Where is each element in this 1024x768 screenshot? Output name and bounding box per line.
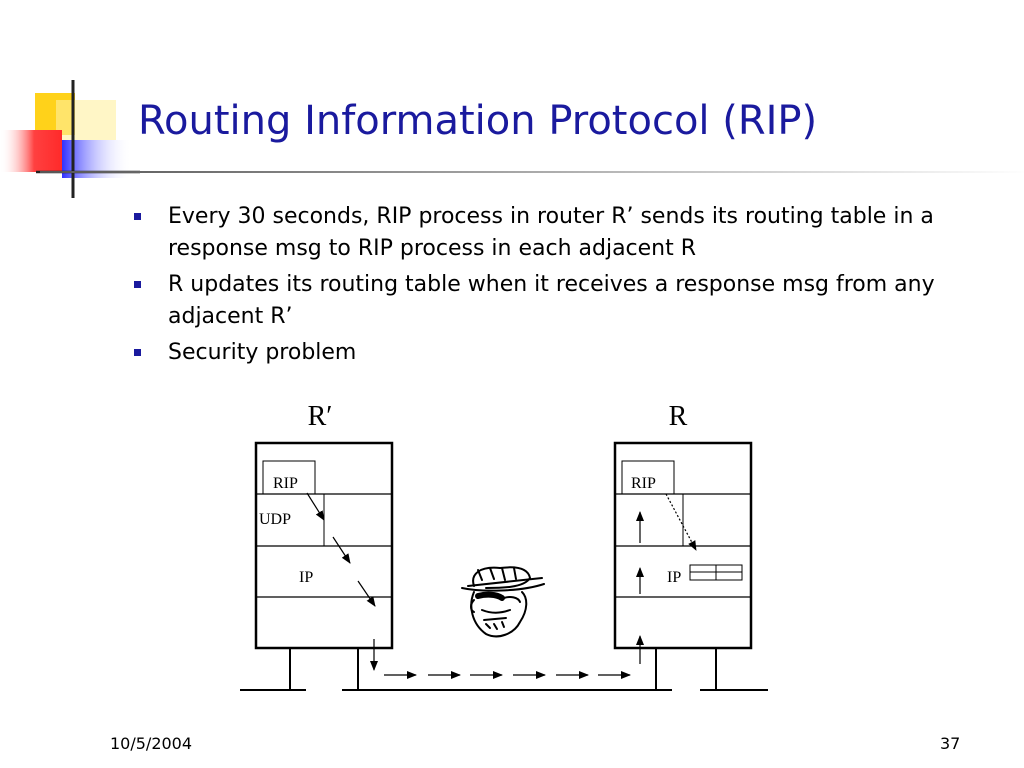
left-arrow-ip-down (357, 580, 376, 607)
bullet-item: Every 30 seconds, RIP process in router … (134, 201, 994, 265)
bullet-square-icon (134, 213, 141, 220)
left-ip-label: IP (299, 569, 313, 586)
right-rip-label: RIP (631, 475, 656, 492)
left-arrow-rip-udp (306, 492, 325, 521)
bullet-square-icon (134, 281, 141, 288)
footer-date: 10/5/2004 (110, 734, 193, 753)
left-router-label: R′ (308, 401, 333, 432)
bullet-item: Security problem (134, 337, 994, 369)
bullet-text: R updates its routing table when it rece… (168, 272, 935, 329)
right-router-stack (613, 441, 753, 650)
right-router-label: R (669, 401, 688, 432)
bullet-list: Every 30 seconds, RIP process in router … (134, 201, 994, 373)
footer-page-number: 37 (940, 734, 961, 753)
bullet-text: Security problem (168, 340, 357, 365)
bullet-item: R updates its routing table when it rece… (134, 269, 994, 333)
left-network-link (240, 648, 672, 691)
left-arrow-udp-ip (332, 536, 351, 564)
slide-title: Routing Information Protocol (RIP) (138, 98, 818, 144)
right-network-link (655, 648, 768, 691)
left-rip-label: RIP (273, 475, 298, 492)
right-ip-label: IP (667, 569, 681, 586)
left-udp-label: UDP (259, 511, 291, 528)
title-underline (40, 171, 1024, 173)
bullet-text: Every 30 seconds, RIP process in router … (168, 204, 934, 261)
spy-face-icon (461, 566, 545, 638)
left-router-stack (254, 441, 394, 650)
right-dotted-update-arrow (665, 493, 697, 551)
bullet-square-icon (134, 349, 141, 356)
